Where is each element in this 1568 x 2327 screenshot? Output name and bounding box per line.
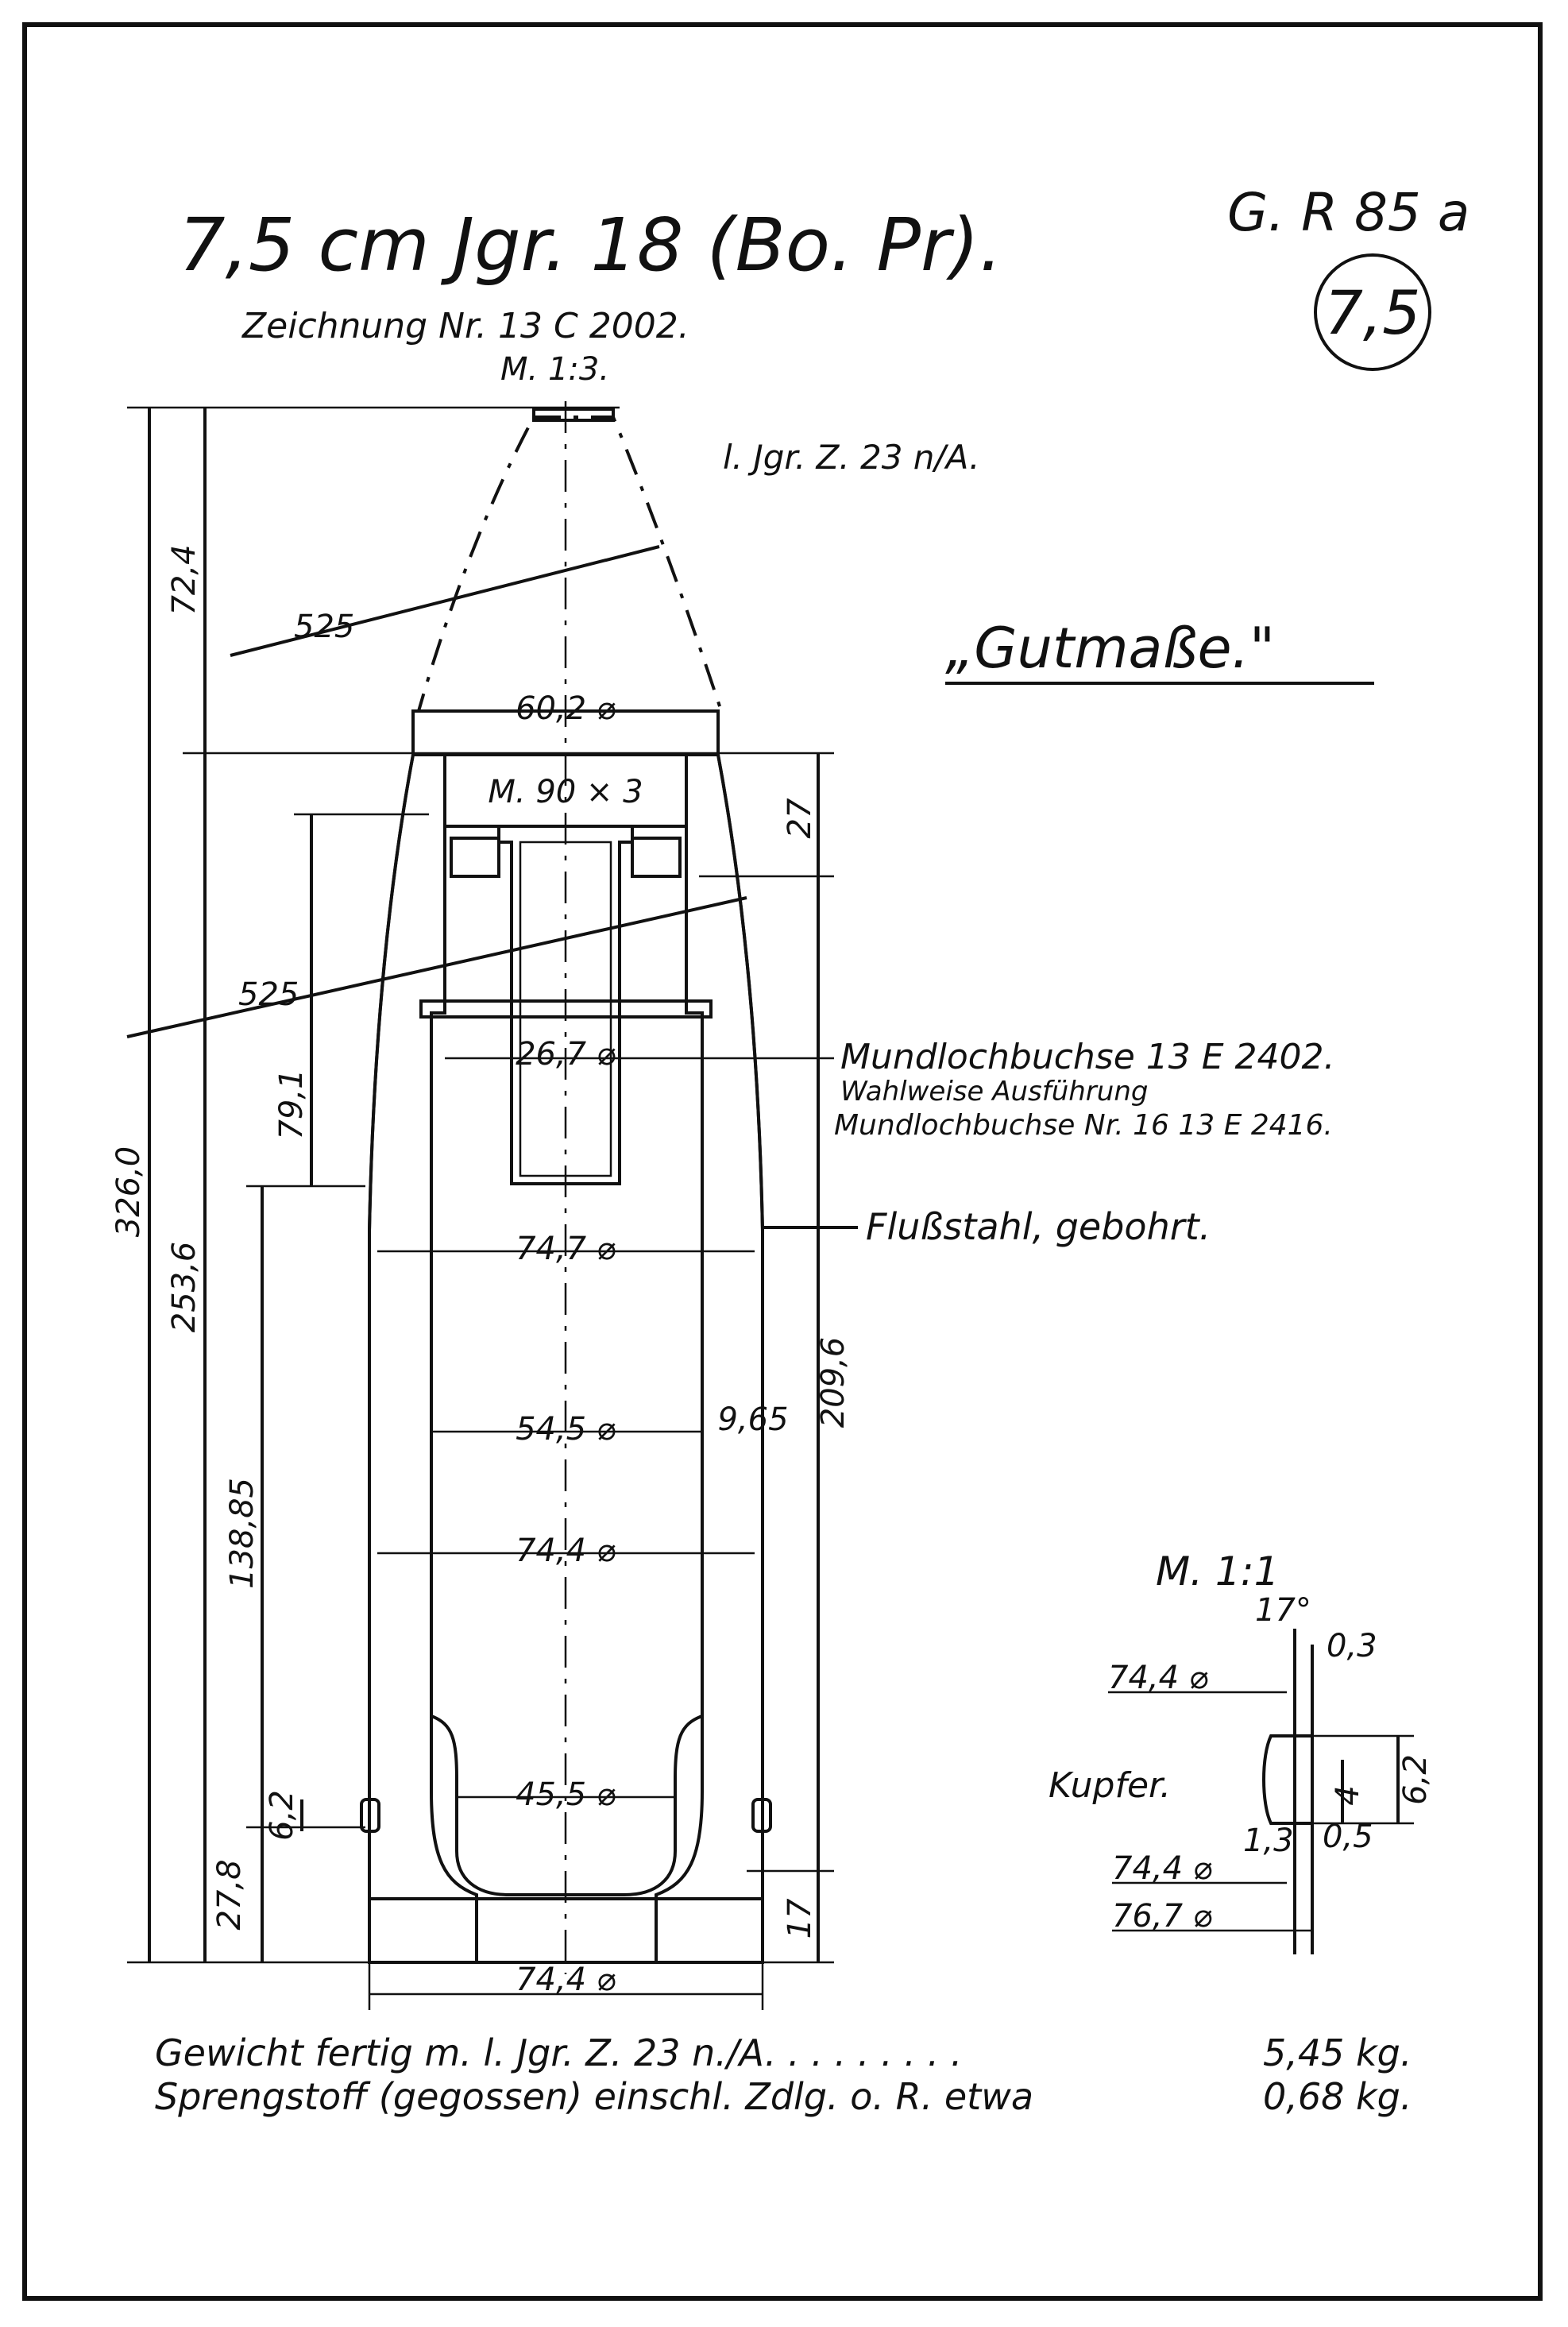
dim-body-label: 253,6 [166,1242,203,1333]
washer-right [631,837,682,878]
radius-mid-label: 525 [238,976,299,1013]
drawing-number: Zeichnung Nr. 13 C 2002. [241,306,689,346]
detail-t03: 0,3 [1327,1628,1377,1664]
weight-label: Gewicht fertig m. l. Jgr. Z. 23 n./A. . … [155,2031,962,2074]
mouth-bush-bore [519,841,612,1177]
band-right [751,1798,772,1833]
base-cavity-label: 45,5 ⌀ [516,1776,616,1813]
copper-band [1262,1734,1314,1825]
explosive-label: Sprengstoff (gegossen) einschl. Zdlg. o.… [155,2075,1033,2118]
radius-top-leader [230,545,660,657]
thread-label: M. 90 × 3 [488,774,643,810]
dim-209-label: 209,6 [815,1337,852,1428]
dim-27-label: 27 [782,798,818,838]
base-dia-label: 74,4 ⌀ [516,1962,616,1998]
radius-mid-leader [126,896,747,1038]
detail-t13: 1,3 [1243,1823,1294,1859]
mouth-bush [497,825,634,1185]
detail-d744a: 74,4 ⌀ [1108,1660,1208,1696]
detail-d767: 76,7 ⌀ [1112,1898,1212,1935]
callout-steel: Flußstahl, gebohrt. [866,1205,1211,1248]
weight-value: 5,45 kg. [1263,2031,1412,2074]
bush-dia-label: 26,7 ⌀ [516,1036,616,1073]
detail-h62: 6,2 [1397,1754,1434,1805]
radius-top-label: 525 [294,609,354,645]
washer-left [450,837,500,878]
weight-notes: Gewicht fertig m. l. Jgr. Z. 23 n./A. . … [155,2031,1412,2118]
dimension-lines: 326,0 253,6 72,4 79,1 138,85 6,2 27,8 27 [110,406,852,2010]
dim-overall-label: 326,0 [110,1146,147,1238]
detail-copper: Kupfer. [1049,1765,1171,1806]
callouts: Mundlochbuchse 13 E 2402. Wahlweise Ausf… [763,1037,1335,1248]
detail-d744b: 74,4 ⌀ [1112,1850,1212,1887]
dim-band-label: 6,2 [264,1790,300,1841]
callout-bush-alt-no: Mundlochbuchse Nr. 16 13 E 2416. [834,1109,1333,1142]
dim-base-label: 27,8 [211,1859,248,1930]
reference-code: G. R 85 a [1227,182,1470,243]
bore-top-label: 74,7 ⌀ [516,1231,616,1267]
fuze-tip [532,408,615,422]
seat-ring [419,999,713,1019]
dim-nose-label: 72,4 [166,544,203,615]
body-dia-label: 74,4 ⌀ [516,1533,616,1569]
caliber-label: 7,5 [1325,277,1421,348]
band-left [360,1798,380,1833]
detail-t05: 0,5 [1323,1819,1373,1855]
explosive-value: 0,68 kg. [1263,2075,1412,2118]
cavity-label: 54,5 ⌀ [516,1411,616,1448]
wall-right [655,753,764,1964]
drawing-title: 7,5 cm Jgr. 18 (Bo. Pr). [179,203,1002,288]
detail-h4: 4 [1330,1785,1366,1805]
detail-angle: 17° [1255,1592,1311,1629]
dim-138-label: 138,85 [224,1478,261,1589]
callout-bush: Mundlochbuchse 13 E 2402. [840,1037,1335,1077]
dim-79-label: 79,1 [273,1069,310,1139]
fuze-label: l. Jgr. Z. 23 n/A. [723,438,979,477]
band-detail: M. 1:1 17° 0,3 74,4 ⌀ Kupfer. 6,2 4 1,3 … [1049,1548,1434,1954]
cavity-outline [430,1013,704,1896]
dim-17-label: 17 [782,1898,818,1939]
sheet-border [22,22,1543,2301]
shell-section [360,401,772,1974]
wall-label: 9,65 [717,1401,788,1438]
fuze-outline [416,416,724,713]
gutmasse-label: „Gutmaße." [945,616,1275,681]
detail-scale: M. 1:1 [1156,1548,1279,1594]
drawing-scale: M. 1:3. [500,351,609,388]
callout-bush-alt: Wahlweise Ausführung [840,1076,1148,1107]
nose-dia-label: 60,2 ⌀ [516,690,616,727]
caliber-circle [1314,253,1431,371]
